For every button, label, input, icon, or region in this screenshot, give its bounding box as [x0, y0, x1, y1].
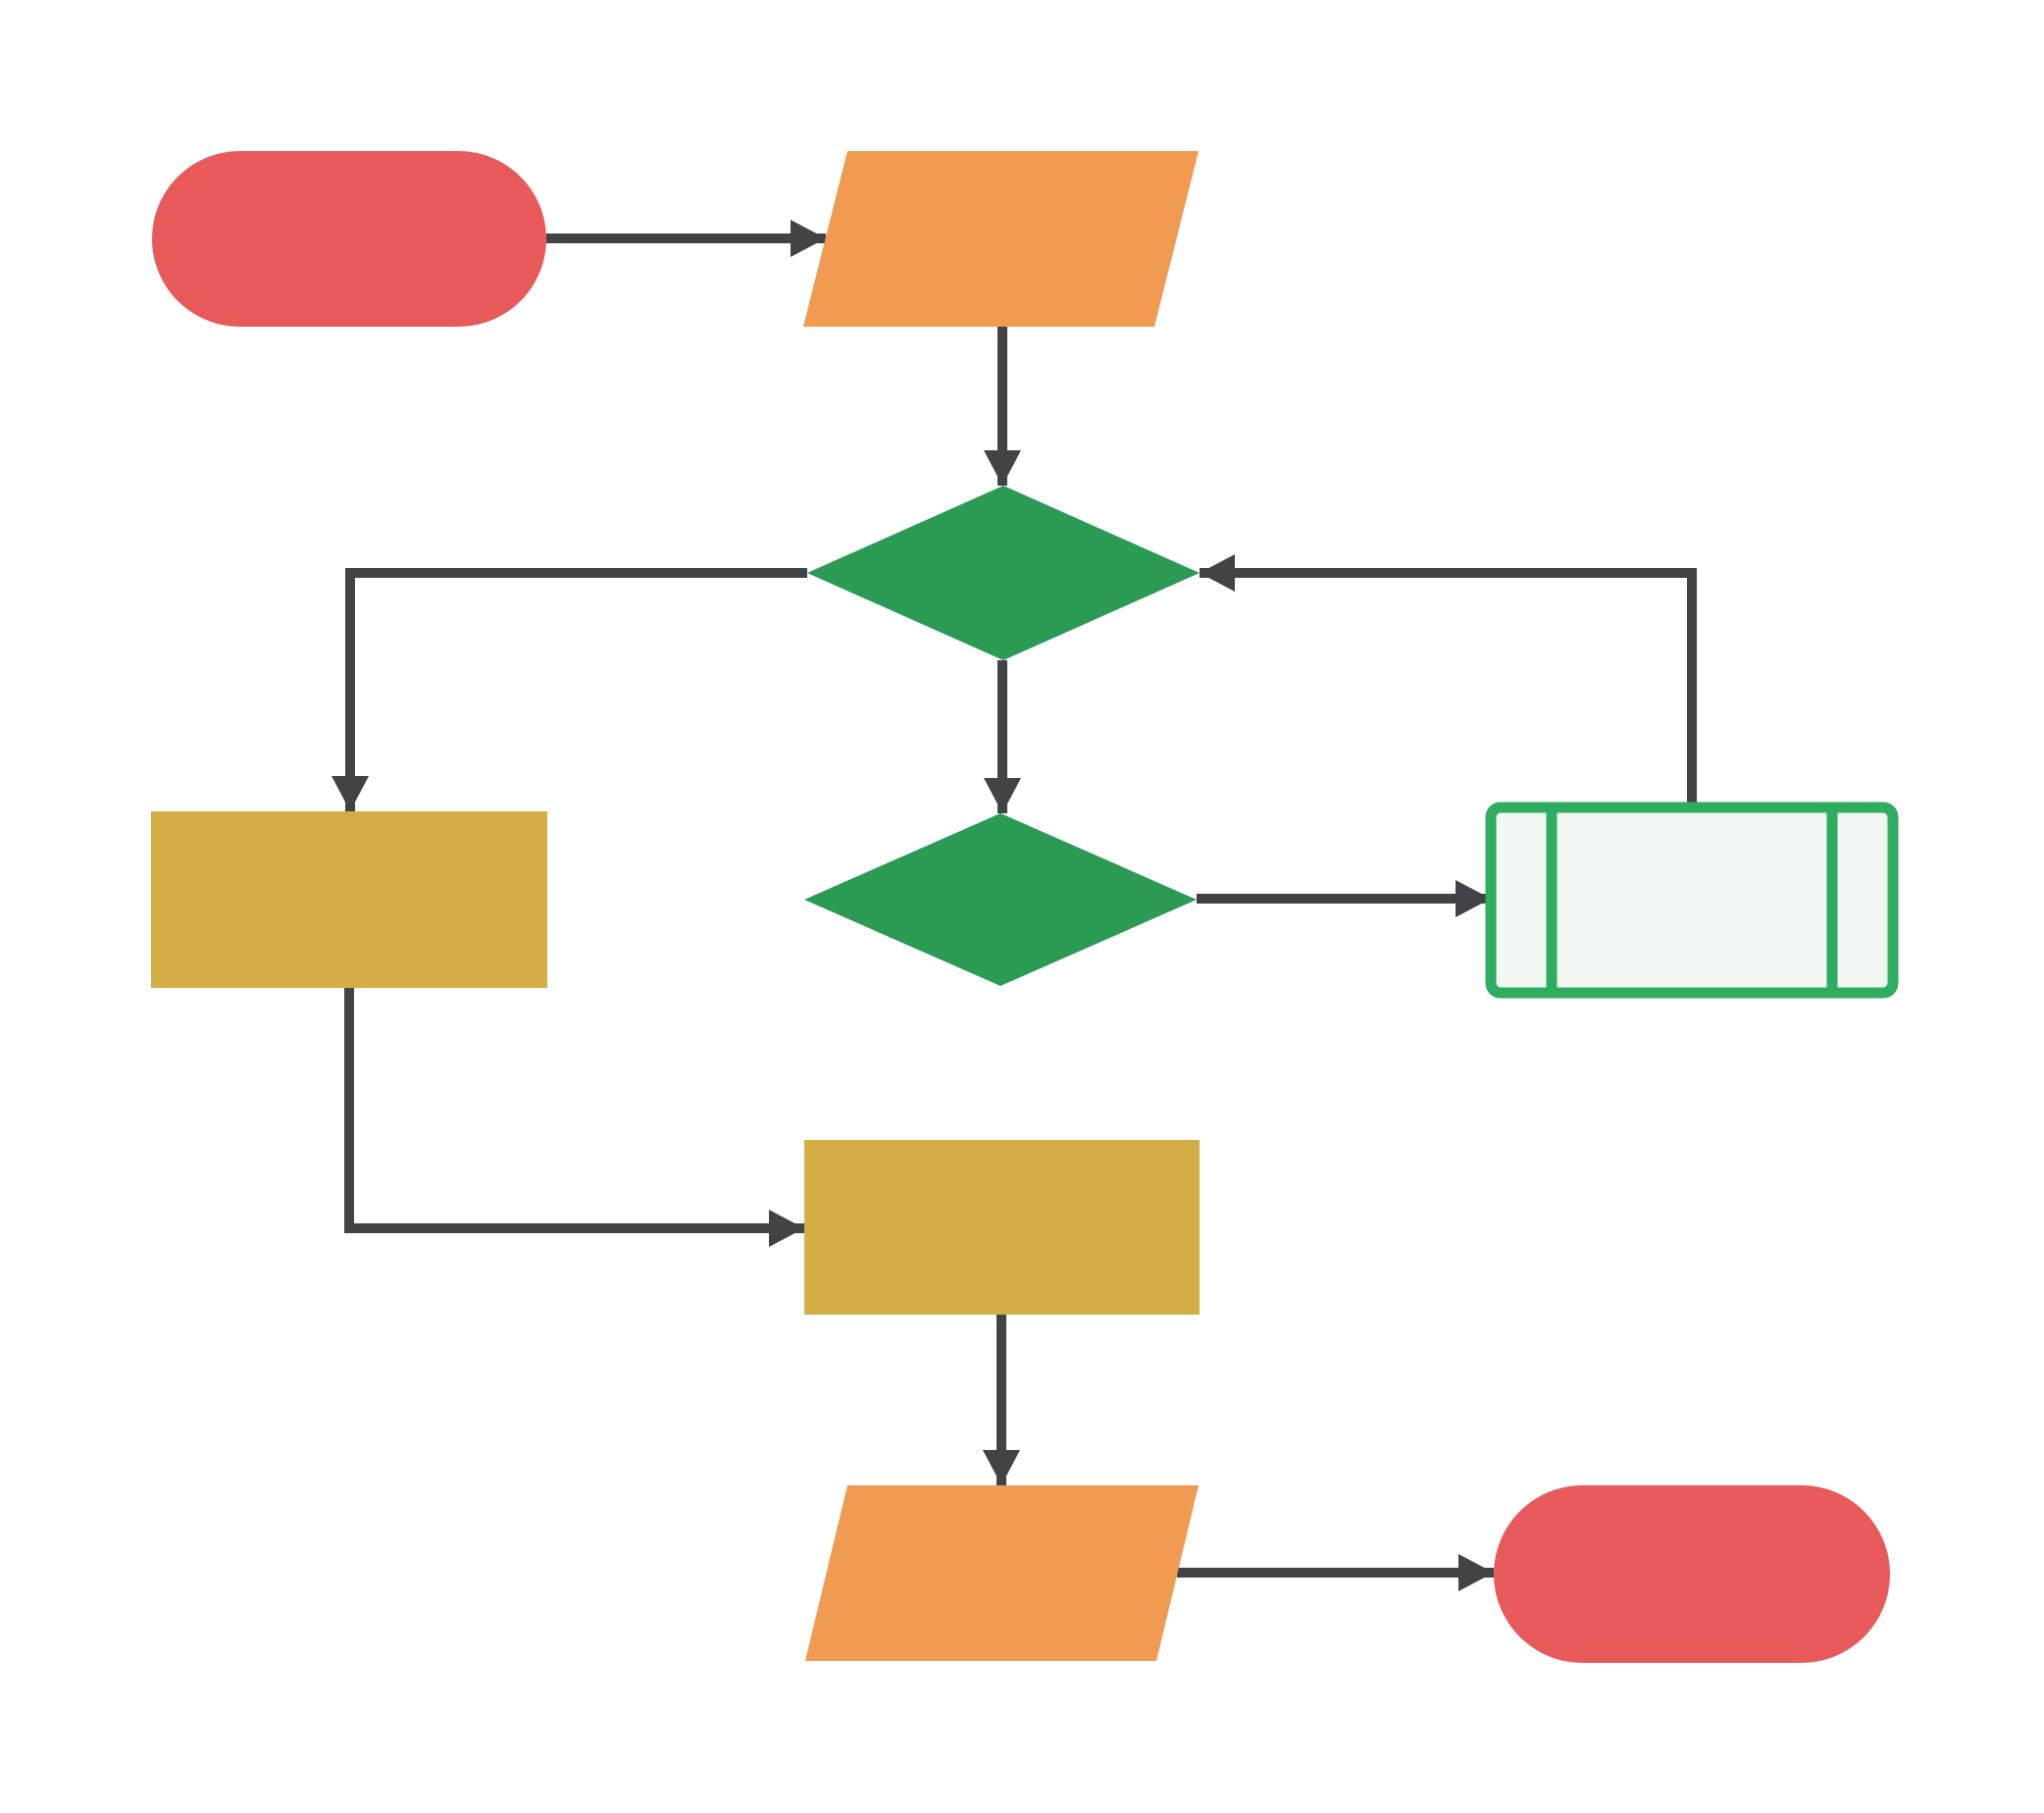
left-process-rect-node — [151, 811, 547, 988]
edge-predefined-to-decision1 — [1200, 554, 1697, 807]
edge-decision1-to-leftprocess — [332, 568, 807, 811]
predefined-process-node — [1485, 802, 1899, 999]
center-process-rect-node — [804, 1140, 1200, 1315]
top-input-parallelogram-node — [803, 151, 1199, 327]
end-terminator-node — [1494, 1485, 1890, 1663]
edge-leftprocess-to-center — [344, 988, 804, 1247]
decision-diamond-1-node — [807, 486, 1200, 660]
start-terminator-node — [152, 151, 546, 327]
decision-diamond-2-node — [804, 813, 1197, 986]
bottom-output-parallelogram-node — [805, 1485, 1199, 1661]
